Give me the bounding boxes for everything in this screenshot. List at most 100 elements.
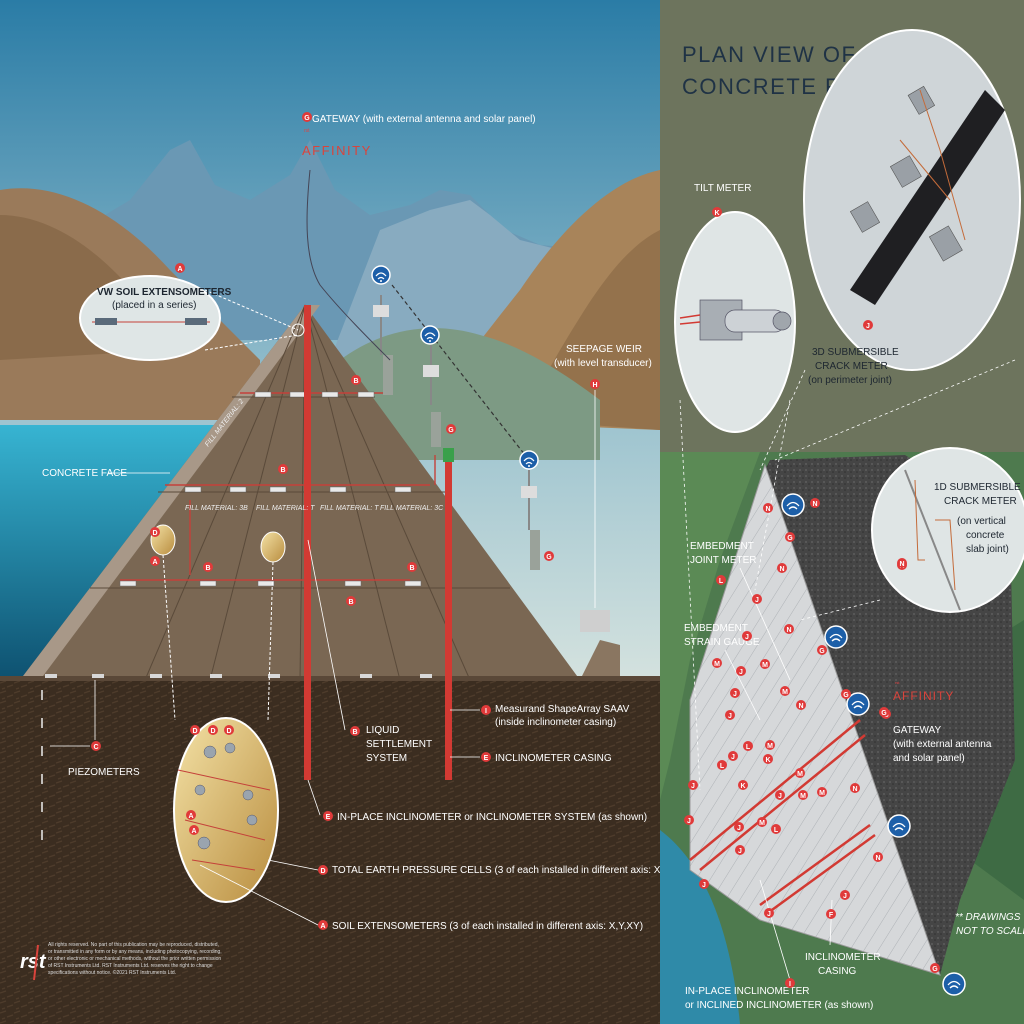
- fill-t1-label: FILL MATERIAL: T: [256, 505, 315, 512]
- affinity-logo: AFFINITY: [302, 143, 372, 158]
- svg-text:N: N: [899, 561, 904, 568]
- settlement-pads: [119, 391, 422, 587]
- svg-text:B: B: [348, 599, 353, 606]
- svg-text:J: J: [745, 634, 749, 641]
- svg-text:G: G: [932, 966, 938, 973]
- mid-hill: [340, 328, 600, 460]
- svg-text:N: N: [852, 786, 857, 793]
- svg-text:C: C: [93, 744, 98, 751]
- svg-text:G: G: [843, 692, 849, 699]
- piezometers-label: PIEZOMETERS: [68, 767, 140, 778]
- svg-text:of RST Instruments Ltd. RST In: of RST Instruments Ltd. RST Instruments …: [48, 963, 213, 969]
- liquid-label-2: SETTLEMENT: [366, 739, 432, 750]
- svg-text:G: G: [787, 535, 793, 542]
- svg-text:J: J: [737, 825, 741, 832]
- crack1d-label-4: concrete: [966, 530, 1005, 541]
- inplace-label: IN-PLACE INCLINOMETER or INCLINOMETER SY…: [337, 812, 647, 823]
- crack-meter-1d-callout: [871, 447, 1024, 613]
- wifi-icon: [781, 493, 966, 996]
- svg-text:J: J: [778, 793, 782, 800]
- crack1d-label-2: CRACK METER: [944, 496, 1017, 507]
- svg-text:A: A: [152, 559, 157, 566]
- pressure-label: TOTAL EARTH PRESSURE CELLS (3 of each in…: [332, 865, 681, 876]
- svg-text:H: H: [592, 382, 597, 389]
- vw-subtitle: (placed in a series): [112, 300, 196, 311]
- embed-joint-label-2: JOINT METER: [690, 555, 756, 566]
- svg-text:L: L: [746, 744, 751, 751]
- plan-incl-casing-1: INCLINOMETER: [805, 952, 881, 963]
- leader-lines: [50, 390, 596, 926]
- liquid-settlement-tubing: [120, 392, 436, 581]
- fill-zone-lines: [90, 304, 510, 681]
- svg-text:B: B: [280, 467, 285, 474]
- embed-strain-label-1: EMBEDMENT: [684, 623, 748, 634]
- svg-text:E: E: [326, 814, 331, 821]
- svg-text:J: J: [755, 597, 759, 604]
- saav-sub: (inside inclinometer casing): [495, 717, 616, 728]
- svg-text:M: M: [782, 689, 788, 696]
- concrete-face-label: CONCRETE FACE: [42, 468, 127, 479]
- svg-text:M: M: [819, 790, 825, 797]
- plan-view-panel: 1D SUBMERSIBLE CRACK METER (on vertical …: [660, 359, 1024, 1024]
- plan-gateway-label-3: and solar panel): [893, 753, 965, 764]
- rst-logo: rst: [20, 951, 47, 973]
- crack3d-label-3: (on perimeter joint): [808, 375, 892, 386]
- gateway-label: GATEWAY (with external antenna and solar…: [312, 114, 536, 125]
- seepage-weir-structure: [580, 610, 610, 632]
- vw-extensometer-callout: [79, 275, 221, 361]
- svg-text:M: M: [800, 793, 806, 800]
- fill-t2-label: FILL MATERIAL: T: [320, 505, 379, 512]
- svg-text:N: N: [779, 566, 784, 573]
- plan-reservoir: [660, 830, 740, 1024]
- svg-text:A: A: [177, 266, 182, 273]
- svg-text:N: N: [798, 703, 803, 710]
- svg-text:J: J: [728, 713, 732, 720]
- svg-text:B: B: [352, 729, 357, 736]
- svg-text:B: B: [409, 565, 414, 572]
- scale-note-2: NOT TO SCALE: [956, 926, 1024, 937]
- legal-notice: All rights reserved. No part of this pub…: [48, 942, 222, 976]
- svg-text:L: L: [774, 827, 779, 834]
- plan-gateway-label-2: (with external antenna: [893, 739, 992, 750]
- plan-incl-casing-2: CASING: [818, 966, 857, 977]
- svg-text:L: L: [720, 763, 725, 770]
- fill-3c-label: FILL MATERIAL: 3C: [380, 505, 444, 512]
- svg-text:J: J: [843, 893, 847, 900]
- svg-text:G: G: [448, 427, 454, 434]
- svg-text:J: J: [731, 754, 735, 761]
- foundation-soil: [0, 680, 660, 1024]
- svg-text:D: D: [192, 728, 197, 735]
- concrete-face-slabs: [689, 463, 941, 976]
- svg-text:J: J: [702, 882, 706, 889]
- svg-text:J: J: [733, 691, 737, 698]
- base-pads: [45, 674, 432, 678]
- crack3d-label-2: CRACK METER: [815, 361, 888, 372]
- wifi-icon: [371, 265, 539, 470]
- crack3d-label-1: 3D SUBMERSIBLE: [812, 347, 899, 358]
- svg-text:N: N: [765, 506, 770, 513]
- svg-text:E: E: [484, 755, 489, 762]
- crack1d-label-3: (on vertical: [957, 516, 1006, 527]
- section-markers: G A B H G B D A G B B B C B I E E D A D …: [91, 112, 600, 930]
- svg-text:M: M: [759, 820, 765, 827]
- section-view: GATEWAY (with external antenna and solar…: [0, 0, 681, 1024]
- svg-text:G: G: [819, 648, 825, 655]
- svg-text:M: M: [762, 662, 768, 669]
- liquid-label-1: LIQUID: [366, 725, 399, 736]
- svg-text:I: I: [485, 708, 487, 715]
- saav-label: Measurand ShapeArray SAAV: [495, 704, 630, 715]
- plan-callouts-panel: PLAN VIEW OF CONCRETE FACE TILT METER 3D…: [660, 0, 1024, 452]
- svg-text:J: J: [691, 783, 695, 790]
- svg-text:G: G: [546, 554, 552, 561]
- svg-text:A: A: [188, 813, 193, 820]
- inclinometer-casing-tube: [445, 460, 452, 780]
- plan-gateway-label-1: GATEWAY: [893, 725, 941, 736]
- svg-text:G: G: [304, 115, 310, 122]
- liquid-label-3: SYSTEM: [366, 753, 407, 764]
- inclined-inclinometer-tubes: [689, 719, 876, 917]
- wireless-link: [391, 284, 526, 456]
- svg-text:J: J: [738, 848, 742, 855]
- antenna-cable: [306, 169, 391, 361]
